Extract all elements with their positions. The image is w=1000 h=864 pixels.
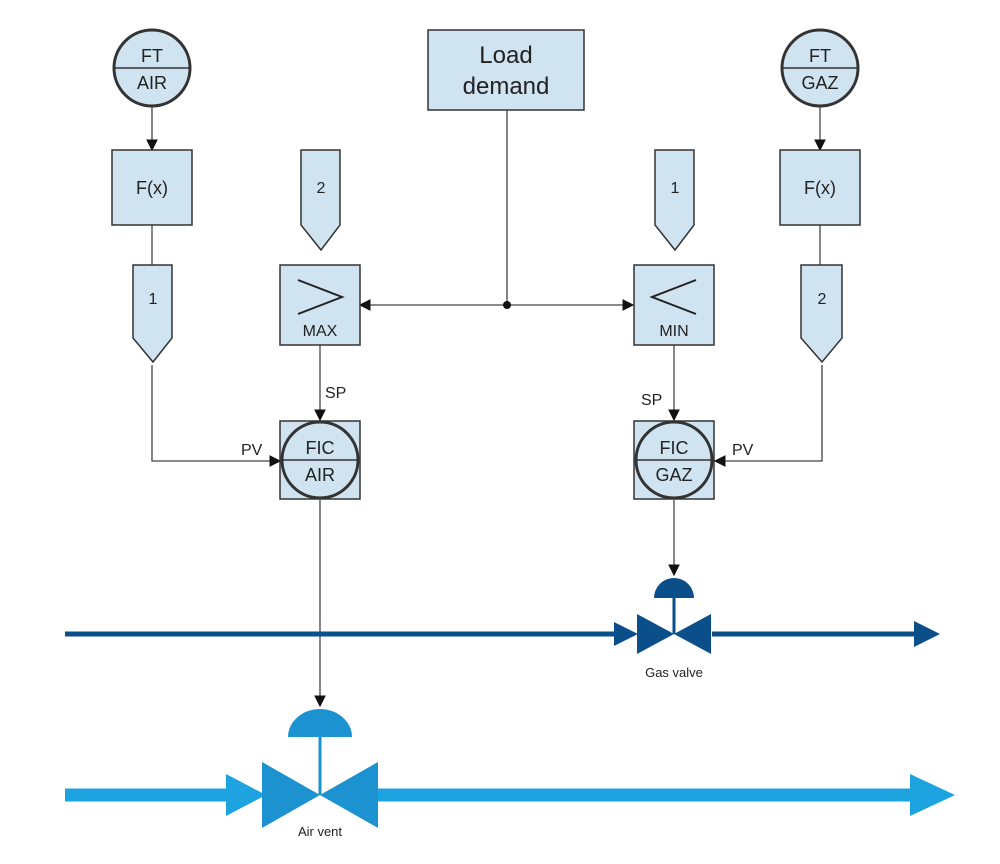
max-label: MAX — [303, 323, 338, 340]
air-vent-valve: Air vent — [262, 709, 378, 839]
gas-line-arrow-out — [914, 621, 940, 647]
ft-gaz-transmitter: FT GAZ — [780, 28, 860, 108]
air-vent-body-icon — [262, 762, 320, 828]
gas-valve: Gas valve — [637, 578, 711, 680]
pv-air-label: PV — [241, 442, 263, 459]
gas-line-arrow-to-valve — [614, 622, 638, 646]
ft-air-transmitter: FT AIR — [112, 28, 192, 108]
const-max-value: 2 — [317, 180, 326, 197]
bias-left-block: 1 — [132, 264, 173, 364]
min-label: MIN — [659, 323, 688, 340]
fx-gaz-label: F(x) — [804, 178, 836, 198]
air-vent-label: Air vent — [298, 824, 342, 839]
gas-valve-actuator-icon — [654, 578, 694, 598]
bias-right-to-fic-gaz-line — [713, 365, 823, 467]
fic-gaz-service: GAZ — [655, 465, 692, 485]
load-demand-block: Load demand — [427, 29, 585, 111]
const-min-block: 1 — [654, 149, 695, 252]
ft-air-tag: FT — [141, 46, 163, 66]
sp-gaz-label: SP — [641, 392, 662, 409]
bias-right-value: 2 — [818, 291, 827, 308]
fx-air-block: F(x) — [111, 149, 193, 226]
ft-gaz-service: GAZ — [801, 73, 838, 93]
junction-dot — [503, 301, 511, 309]
fic-air-tag: FIC — [306, 438, 335, 458]
ft-air-service: AIR — [137, 73, 167, 93]
bias-left-value: 1 — [149, 291, 158, 308]
load-demand-line2: demand — [463, 73, 550, 100]
fic-air-service: AIR — [305, 465, 335, 485]
min-selector-block: MIN — [633, 264, 715, 346]
load-demand-line1: Load — [479, 42, 532, 69]
min-symbol — [649, 279, 697, 315]
air-vent-actuator-icon — [288, 709, 352, 737]
ft-gaz-tag: FT — [809, 46, 831, 66]
air-line-arrow-to-vent — [226, 774, 266, 816]
fic-gaz-controller: FIC GAZ — [633, 420, 715, 500]
air-line-arrow-out — [910, 774, 955, 816]
fic-air-controller: FIC AIR — [279, 420, 361, 500]
fx-air-label: F(x) — [136, 178, 168, 198]
max-symbol — [297, 279, 345, 315]
const-min-value: 1 — [671, 180, 680, 197]
fic-gaz-tag: FIC — [660, 438, 689, 458]
const-max-block: 2 — [300, 149, 341, 252]
sp-air-label: SP — [325, 385, 346, 402]
bias-left-to-fic-air-line — [151, 365, 282, 467]
gas-valve-label: Gas valve — [645, 665, 703, 680]
fx-gaz-block: F(x) — [779, 149, 861, 226]
gas-valve-body-icon — [637, 614, 674, 654]
pv-gaz-label: PV — [732, 442, 754, 459]
bias-right-block: 2 — [800, 264, 843, 364]
max-selector-block: MAX — [279, 264, 361, 346]
